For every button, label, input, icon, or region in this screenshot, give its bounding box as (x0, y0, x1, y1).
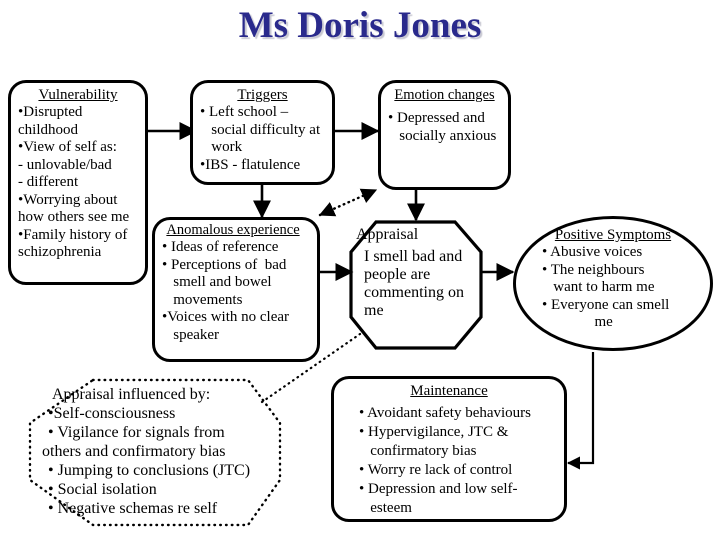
node-positive-symptoms-line: • The neighbours (542, 261, 645, 278)
node-appraisal-influenced-by-line: others and confirmatory bias (42, 443, 226, 460)
node-maintenance-line: esteem (359, 500, 412, 516)
connector-anomalous-emotion-dotted (318, 188, 378, 217)
node-vulnerability-line: •Family history of (18, 226, 128, 243)
node-emotion-changes-line: • Depressed and (388, 110, 485, 126)
node-vulnerability-line: •View of self as: (18, 139, 117, 155)
node-maintenance-body: • Avoidant safety behaviours • Hypervigi… (341, 404, 557, 518)
node-vulnerability-line: childhood (18, 121, 78, 138)
node-appraisal-line: commenting on (364, 284, 464, 301)
connector-positive-maintenance (566, 352, 595, 470)
node-anomalous-experience-line: movements (162, 291, 243, 308)
node-anomalous-experience-header: Anomalous experience (166, 222, 300, 238)
node-appraisal-header: Appraisal (356, 226, 419, 243)
node-anomalous-experience-line: speaker (162, 326, 220, 343)
node-appraisal-line: I smell bad and (364, 248, 463, 265)
node-appraisal-influenced-by-body: •Self-consciousness • Vigilance for sign… (42, 404, 280, 518)
node-positive-symptoms-line: me (542, 314, 613, 330)
node-vulnerability-line: - different (18, 174, 79, 190)
node-anomalous-experience-line: • Ideas of reference (162, 239, 279, 255)
node-appraisal-line: people are (364, 266, 431, 283)
node-vulnerability-line: schizophrenia (18, 244, 102, 260)
connector-influenced-appraisal-dotted (260, 332, 362, 404)
node-anomalous-experience-body: • Ideas of reference • Perceptions of ba… (162, 239, 310, 344)
node-appraisal-influenced-by-line: • Vigilance for signals from (48, 424, 225, 441)
node-triggers-body: • Left school – social difficulty at wor… (200, 104, 325, 174)
node-triggers-line: work (200, 139, 243, 155)
node-appraisal-influenced-by-line: • Negative schemas re self (48, 500, 218, 517)
node-emotion-changes-line: socially anxious (388, 127, 497, 144)
node-appraisal-influenced-by[interactable]: Appraisal influenced by: •Self-conscious… (42, 386, 280, 521)
node-positive-symptoms-line: • Abusive voices (542, 244, 643, 260)
node-maintenance-header: Maintenance (410, 383, 488, 399)
appraisal-influenced-outline (28, 378, 282, 527)
node-appraisal-influenced-by-line: • Jumping to conclusions (JTC) (48, 462, 251, 479)
node-vulnerability-body: •Disrupted childhood •View of self as: -… (18, 104, 138, 262)
node-anomalous-experience-line: • Perceptions of bad (162, 256, 287, 273)
node-anomalous-experience-line: •Voices with no clear (162, 309, 290, 325)
node-appraisal[interactable]: Appraisal I smell bad and people are com… (356, 226, 480, 344)
node-triggers[interactable]: Triggers • Left school – social difficul… (190, 80, 335, 185)
appraisal-octagon-outline (349, 220, 483, 350)
node-vulnerability-line: - unlovable/bad (18, 156, 112, 173)
node-emotion-changes-body: • Depressed and socially anxious (388, 110, 501, 145)
node-triggers-line: •IBS - flatulence (200, 156, 301, 173)
node-triggers-line: • Left school – (200, 104, 289, 120)
node-maintenance-line: confirmatory bias (359, 443, 477, 459)
node-appraisal-body: I smell bad and people are commenting on… (356, 248, 480, 320)
node-anomalous-experience[interactable]: Anomalous experience • Ideas of referenc… (152, 217, 320, 362)
node-appraisal-influenced-by-header: Appraisal influenced by: (52, 386, 211, 403)
node-positive-symptoms-line: • Everyone can smell (542, 296, 670, 313)
node-vulnerability-line: •Worrying about (18, 191, 118, 208)
node-triggers-line: social difficulty at (200, 121, 321, 138)
node-positive-symptoms-body: • Abusive voices • The neighbours want t… (528, 244, 698, 332)
node-maintenance-line: • Depression and low self- (359, 481, 518, 497)
node-appraisal-influenced-by-line: •Self-consciousness (48, 405, 176, 422)
node-vulnerability-line: •Disrupted (18, 104, 83, 120)
node-emotion-changes-header: Emotion changes (394, 87, 495, 103)
node-vulnerability-line: how others see me (18, 209, 130, 225)
node-maintenance[interactable]: Maintenance • Avoidant safety behaviours… (331, 376, 567, 522)
node-maintenance-line: • Hypervigilance, JTC & (359, 424, 509, 440)
node-emotion-changes[interactable]: Emotion changes • Depressed and socially… (378, 80, 511, 190)
node-positive-symptoms-header: Positive Symptoms (554, 227, 672, 243)
node-positive-symptoms[interactable]: Positive Symptoms • Abusive voices • The… (513, 216, 713, 351)
node-anomalous-experience-line: smell and bowel (162, 274, 272, 290)
node-appraisal-line: me (364, 302, 384, 319)
node-maintenance-line: • Avoidant safety behaviours (359, 405, 532, 421)
node-appraisal-influenced-by-line: • Social isolation (48, 481, 157, 498)
node-maintenance-line: • Worry re lack of control (359, 462, 513, 478)
node-triggers-header: Triggers (237, 87, 288, 103)
node-vulnerability[interactable]: Vulnerability •Disrupted childhood •View… (8, 80, 148, 285)
page-title: Ms Doris Jones (238, 5, 482, 46)
node-vulnerability-header: Vulnerability (38, 87, 118, 103)
node-positive-symptoms-line: want to harm me (542, 279, 655, 295)
